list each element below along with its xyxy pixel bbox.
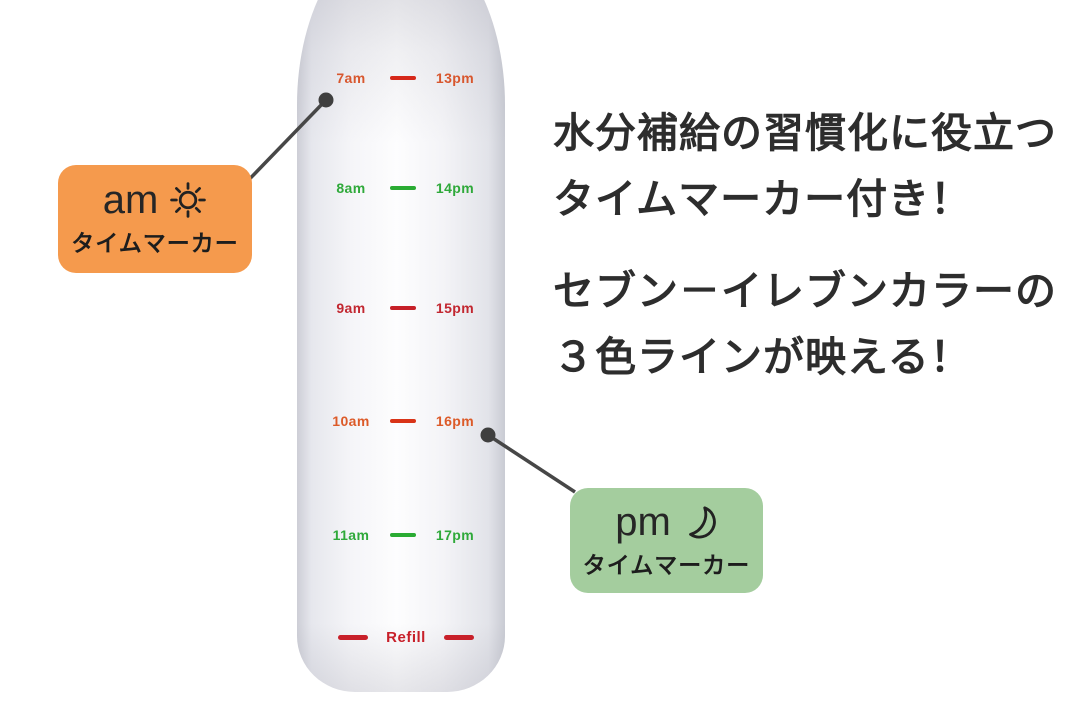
time-right-label: 17pm xyxy=(435,527,475,543)
time-marker-row-8am: 8am 14pm xyxy=(322,178,484,198)
time-marker-row-10am: 10am 16pm xyxy=(322,411,484,431)
time-marker-row-11am: 11am 17pm xyxy=(322,525,484,545)
am-time-marker-callout: am タイムマーカー xyxy=(58,165,252,273)
time-dash xyxy=(390,75,416,81)
time-right-label: 14pm xyxy=(435,180,475,196)
copy-line: 水分補給の習慣化に役立つ xyxy=(553,110,1057,156)
pm-leader-line xyxy=(487,433,576,494)
time-left-label: 8am xyxy=(336,180,366,196)
time-right-label: 15pm xyxy=(435,300,475,316)
refill-dash-right xyxy=(444,634,474,640)
time-right-label: 16pm xyxy=(435,413,475,429)
time-right-label: 13pm xyxy=(435,70,475,86)
time-marker-row-9am: 9am 15pm xyxy=(322,298,484,318)
copy-line: ３色ラインが映える！ xyxy=(553,334,972,380)
pm-callout-title: pm xyxy=(615,499,671,544)
pm-time-marker-callout: pm タイムマーカー xyxy=(570,488,763,593)
am-leader-dot xyxy=(318,92,334,108)
refill-dash-left xyxy=(338,634,368,640)
time-left-label: 9am xyxy=(336,300,366,316)
copy-line: セブン－イレブンカラーの xyxy=(553,268,1057,314)
refill-row: Refill xyxy=(338,627,474,647)
time-marker-row-7am: 7am 13pm xyxy=(322,68,484,88)
time-left-label: 11am xyxy=(332,527,370,543)
time-dash xyxy=(390,185,416,191)
pm-leader-dot xyxy=(480,427,496,443)
time-left-label: 10am xyxy=(332,413,370,429)
copy-block-time-marker: 水分補給の習慣化に役立つ タイムマーカー付き！ xyxy=(553,100,1057,232)
am-callout-subtitle: タイムマーカー xyxy=(71,230,239,256)
water-bottle xyxy=(297,0,505,692)
copy-block-seven-eleven-colors: セブン－イレブンカラーの ３色ラインが映える！ xyxy=(553,258,1057,390)
pm-callout-subtitle: タイムマーカー xyxy=(582,551,751,578)
time-dash xyxy=(390,418,416,424)
copy-line: タイムマーカー付き！ xyxy=(553,176,973,222)
moon-icon xyxy=(688,505,716,538)
am-callout-title: am xyxy=(102,178,159,222)
refill-label: Refill xyxy=(386,628,426,646)
sun-icon xyxy=(170,182,207,218)
time-dash xyxy=(390,532,416,538)
am-leader-line xyxy=(235,98,328,194)
time-left-label: 7am xyxy=(336,70,366,86)
time-dash xyxy=(390,305,416,311)
